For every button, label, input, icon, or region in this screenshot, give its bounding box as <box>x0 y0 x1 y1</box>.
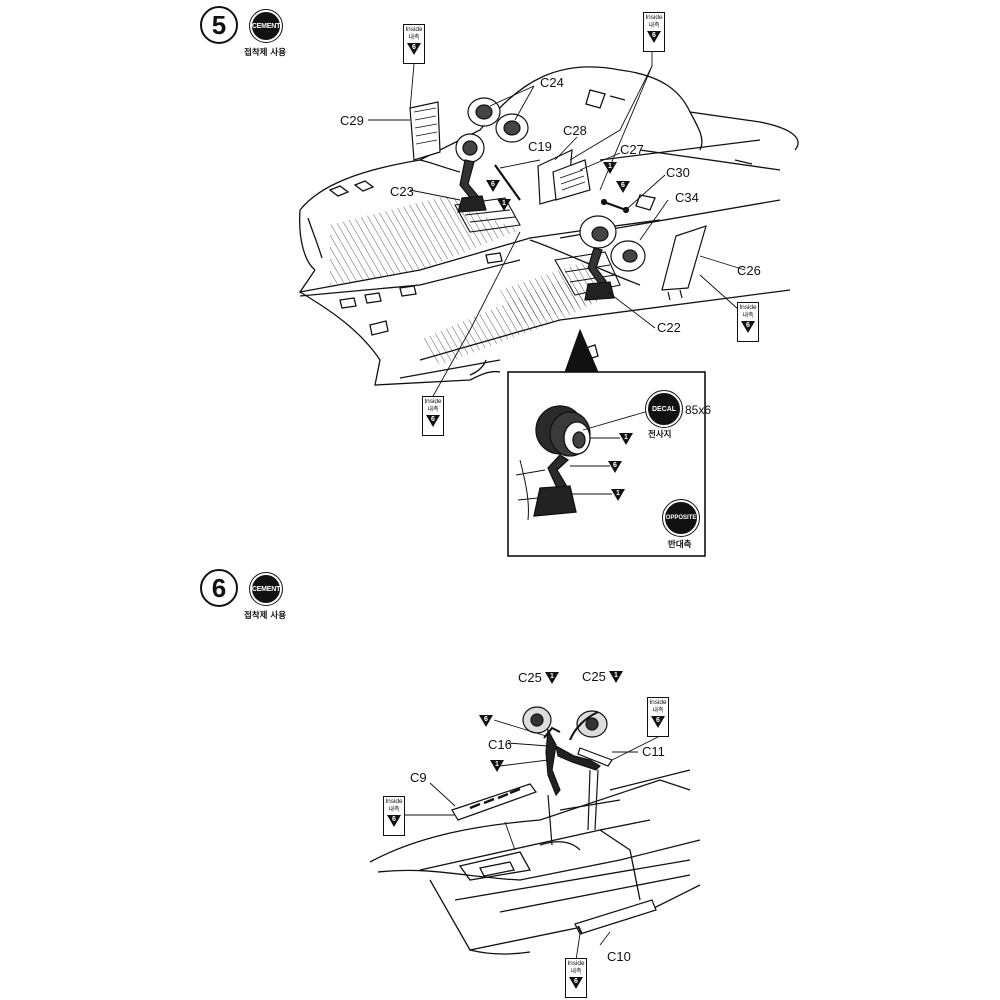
label-c23: C23 <box>390 184 414 199</box>
step6-leader-lines <box>404 719 659 961</box>
detail-wheel <box>515 405 591 521</box>
label-c16: C16 <box>488 737 512 752</box>
decal-number: 85x6 <box>685 403 712 417</box>
part-c22-strut <box>579 215 617 301</box>
part-c23-strut <box>455 133 487 213</box>
color-code-6-icon: 6 <box>651 716 665 728</box>
label-c24: C24 <box>540 75 564 90</box>
color-code-6-icon: 6 <box>426 415 440 427</box>
step-5-cement-icon: CEMENT <box>249 9 283 43</box>
color-code-6-icon: 6 <box>616 181 630 193</box>
step5-wheel-wells <box>454 197 621 296</box>
label-c9: C9 <box>410 770 427 785</box>
step5-parts <box>409 97 707 301</box>
detail-color-code-6-icon: 6 <box>608 461 622 473</box>
part-c30 <box>603 200 627 212</box>
color-code-6-icon: 6 <box>407 43 421 55</box>
color-code-1-icon: 1 <box>603 162 617 174</box>
detail-color-code-1-icon: 1 <box>619 433 633 445</box>
step-6-cement-icon: CEMENT <box>249 572 283 606</box>
inside-note-c10: Inside 내측 6 <box>565 958 587 998</box>
color-code-6-icon: 6 <box>647 31 661 43</box>
inside-note-c23: Inside 내측 6 <box>422 396 444 436</box>
label-c25-left: C25 <box>518 670 542 685</box>
decal-icon: DECAL <box>645 390 683 428</box>
color-code-6-icon: 6 <box>479 715 493 727</box>
inside-note-c9: Inside 내측 6 <box>383 796 405 836</box>
label-c30: C30 <box>666 165 690 180</box>
color-code-1-icon: 1 <box>490 760 504 772</box>
opposite-icon: OPPOSITE <box>662 499 700 537</box>
label-c22: C22 <box>657 320 681 335</box>
label-c28: C28 <box>563 123 587 138</box>
inside-note-c11: Inside 내측 6 <box>647 697 669 737</box>
part-c11 <box>577 747 613 767</box>
step6-parts <box>451 706 657 935</box>
part-c26 <box>661 225 707 291</box>
label-c10: C10 <box>607 949 631 964</box>
step-5-cement-caption: 접착제 사용 <box>244 48 287 58</box>
inside-note-c26: Inside 내측 6 <box>737 302 759 342</box>
part-c25-wheel-left <box>522 706 552 734</box>
step-6-cement-caption: 접착제 사용 <box>244 611 287 621</box>
step5-leader-lines <box>368 46 749 399</box>
detail-leaders <box>570 409 653 495</box>
step-6-number: 6 <box>200 569 238 607</box>
inside-note-c29: Inside 내측 6 <box>403 24 425 64</box>
part-c16-strut <box>545 727 561 797</box>
part-c24-wheels <box>467 97 529 143</box>
color-code-6-icon: 6 <box>741 321 755 333</box>
inside-note-c28: Inside 내측 6 <box>643 12 665 52</box>
label-c26: C26 <box>737 263 761 278</box>
color-code-6-icon: 6 <box>387 815 401 827</box>
label-c19: C19 <box>528 139 552 154</box>
step5-hatching <box>330 195 600 365</box>
decal-caption: 전사지 <box>648 430 672 440</box>
label-c11: C11 <box>642 744 665 759</box>
step5-airframe <box>298 66 799 386</box>
step6-airframe <box>369 769 701 955</box>
color-code-1-icon: 1 <box>609 671 623 683</box>
label-c25-right: C25 <box>582 669 606 684</box>
part-c19-rod <box>494 164 521 201</box>
part-c29 <box>409 101 441 161</box>
color-code-6-icon: 6 <box>486 180 500 192</box>
part-c25-wheel-right <box>576 710 608 738</box>
label-c29: C29 <box>340 113 364 128</box>
part-c10 <box>574 899 657 935</box>
color-code-1-icon: 1 <box>497 199 511 211</box>
label-c27: C27 <box>620 142 644 157</box>
label-c34: C34 <box>675 190 699 205</box>
color-code-6-icon: 6 <box>569 977 583 989</box>
detail-color-code-1-icon: 1 <box>611 489 625 501</box>
step-5-number: 5 <box>200 6 238 44</box>
color-code-1-icon: 1 <box>545 672 559 684</box>
opposite-caption: 반대측 <box>668 540 692 550</box>
part-c9 <box>451 783 537 821</box>
